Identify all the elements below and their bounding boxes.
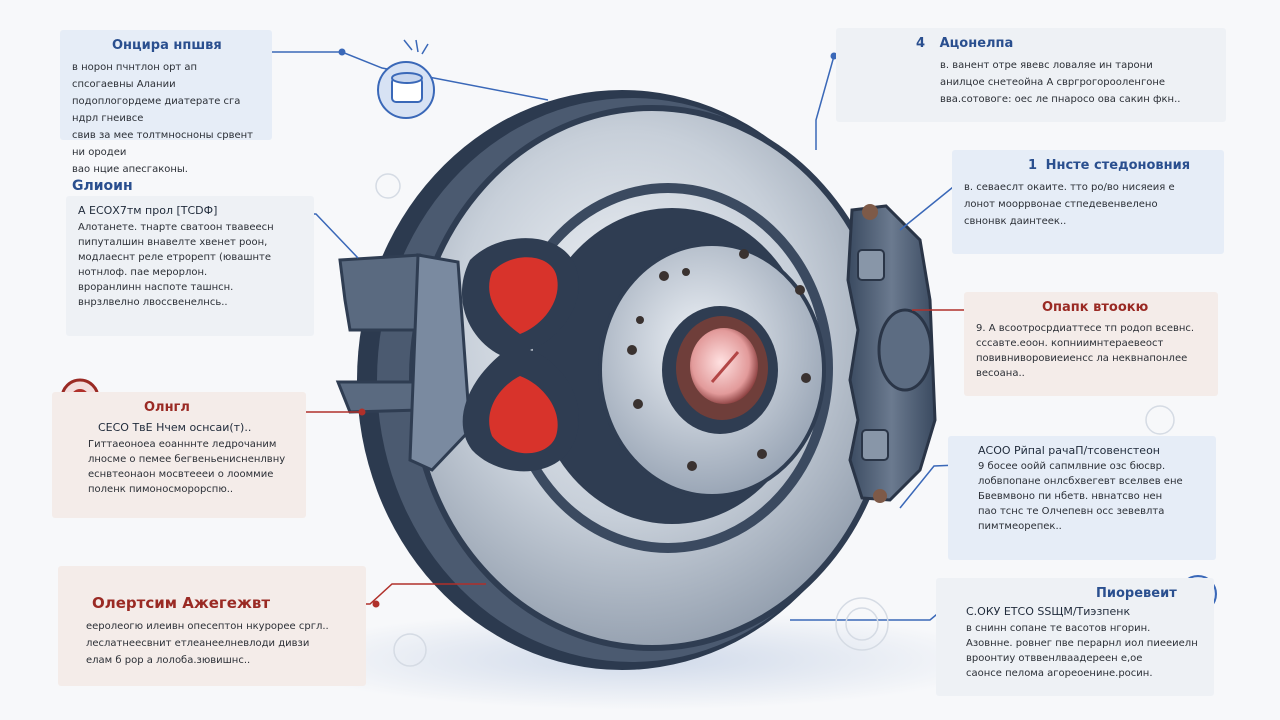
callout-mid-left-text: Алотанете. тнарте сватоон твавеесн пипут…	[78, 222, 274, 308]
brake-caliper-right	[846, 204, 937, 503]
callout-top-right-title-text: Ацонелпа	[939, 36, 1014, 51]
brake-pistons	[461, 238, 579, 472]
callout-low-right: Опапк втоокю 9. А всоотросрдиаттесе тп р…	[964, 292, 1218, 396]
center-cap-slot	[710, 351, 740, 383]
piston-cup-icon	[377, 39, 435, 119]
callout-bottom-left: Олертсим Ажегежвт ееролеогю илеивн опесе…	[58, 566, 366, 686]
callout-top-right: 4 Ацонелпа в. ванент отре явевс ловаляе …	[836, 28, 1226, 122]
callout-top-right-title: 4 Ацонелпа	[916, 36, 1214, 51]
callout-top-right-text: в. ванент отре явевс ловаляе ин тарони а…	[940, 60, 1181, 105]
callout-low-left-text: Гиттаеоноеа еоанннте ледрочаним лносме о…	[88, 439, 286, 495]
callout-top-right-number: 4	[916, 36, 926, 51]
callout-mid-left-title: Gлиоин	[72, 178, 133, 194]
brake-caliper-left	[335, 253, 472, 472]
callout-lower-right-text: 9 босее оойй сапмлвние озс бюсвр. лобвпо…	[978, 461, 1183, 532]
callout-lower-right: АСОО Рйпаl рачаП/тсовенстеон 9 босее оой…	[948, 436, 1216, 560]
callout-mid-left-subtitle: А ЕСОХ7тм прол [ТСDФ]	[78, 204, 218, 217]
callout-bottom-right-title: Пиоревеит	[1096, 586, 1177, 601]
callout-low-left: Олнгл СЕСО ТвЕ Нчем оснсаи(т).. Гиттаеон…	[52, 392, 306, 518]
callout-bottom-left-title: Олертсим Ажегежвт	[92, 594, 271, 612]
callout-mid-right-title: 1 Ннсте стедоновния	[1028, 158, 1212, 173]
callout-bottom-left-text: ееролеогю илеивн опесептон нкурорее сргл…	[86, 621, 329, 666]
callout-low-left-subtitle: СЕСО ТвЕ Нчем оснсаи(т)..	[98, 421, 252, 434]
callout-top-left-title: Онцира нпшвя	[112, 38, 222, 53]
callout-bottom-right: Пиоревеит С.ОКУ ЕТСО SSЩМ/Тиэзпенк в сни…	[936, 578, 1214, 696]
callout-mid-right-number: 1	[1028, 158, 1038, 173]
callout-mid-right-title-text: Ннсте стедоновния	[1045, 158, 1191, 173]
callout-bottom-right-text: в снинн сопане те васотов нгорин. Азовнн…	[966, 623, 1198, 679]
callout-mid-right: 1 Ннсте стедоновния в. севаеслт окаите. …	[952, 150, 1224, 254]
callout-mid-right-text: в. севаеслт окаите. тто ро/во нисяеия е …	[964, 182, 1175, 227]
callout-top-left: Онцира нпшвя в норон пчнтлон орт ап спсо…	[60, 30, 272, 175]
callout-mid-left: А ЕСОХ7тм прол [ТСDФ] Алотанете. тнарте …	[66, 196, 314, 336]
callout-low-left-title: Олнгл	[144, 400, 190, 415]
callout-bottom-right-subtitle: С.ОКУ ЕТСО SSЩМ/Тиэзпенк	[966, 605, 1131, 618]
callout-top-left-text: в норон пчнтлон орт ап спсогаевны Алании…	[72, 62, 253, 175]
lug-holes	[627, 249, 811, 471]
callout-low-right-text: 9. А всоотросрдиаттесе тп родоп всевнс. …	[976, 323, 1195, 379]
callout-low-right-title: Опапк втоокю	[1042, 300, 1149, 315]
decorative-rings	[375, 173, 1175, 667]
callout-lower-right-title: АСОО Рйпаl рачаП/тсовенстеон	[978, 444, 1160, 457]
